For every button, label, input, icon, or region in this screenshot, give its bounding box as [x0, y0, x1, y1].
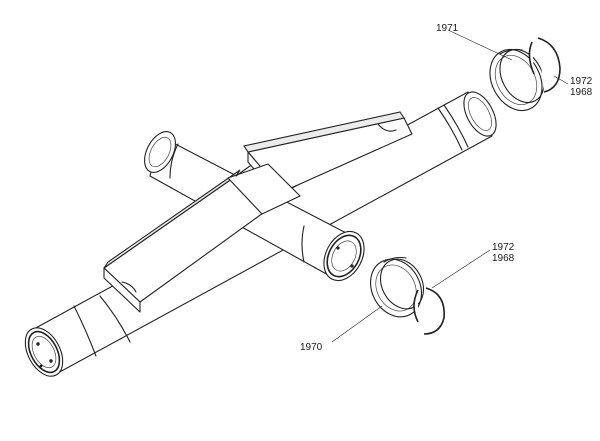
- snap-ring-upper: [528, 37, 561, 93]
- callout-1968-lower: 1968: [492, 253, 515, 264]
- snap-ring-lower: [413, 287, 445, 335]
- seal-1971: [489, 48, 545, 111]
- leader-lines: [331, 29, 569, 343]
- main-tube-left-end: [24, 327, 64, 377]
- cross-tube-front-end: [301, 225, 365, 282]
- callout-1972-upper: 1972: [570, 76, 593, 87]
- callout-1968-upper: 1968: [570, 87, 593, 98]
- seal-1970: [370, 256, 425, 318]
- gusset-plate-left: [103, 169, 271, 313]
- callout-1971: 1971: [436, 23, 459, 34]
- callout-1970: 1970: [300, 342, 323, 353]
- center-hub: [227, 163, 301, 215]
- callout-1972-lower: 1972: [492, 242, 515, 253]
